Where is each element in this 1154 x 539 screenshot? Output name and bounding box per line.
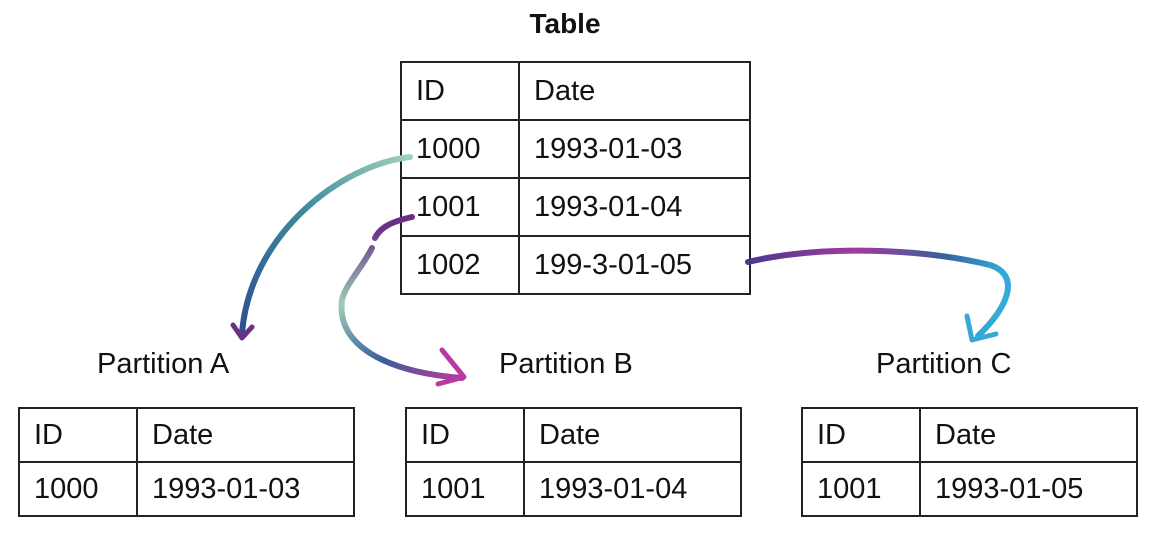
partition-a-table: ID Date 1000 1993-01-03 xyxy=(18,407,355,517)
arrow-to-partition-a xyxy=(239,154,413,336)
cell-date: 1993-01-04 xyxy=(523,461,742,517)
column-header-date: Date xyxy=(523,407,742,463)
cell-id: 1001 xyxy=(400,177,520,237)
cell-id: 1001 xyxy=(405,461,525,517)
column-header-date: Date xyxy=(136,407,355,463)
table-row: 1000 1993-01-03 xyxy=(400,119,751,179)
arrowhead-b xyxy=(435,347,467,387)
column-header-date: Date xyxy=(919,407,1138,463)
table-row: 1000 1993-01-03 xyxy=(18,461,355,517)
partition-b-label: Partition B xyxy=(499,348,633,380)
cell-id: 1001 xyxy=(801,461,921,517)
table-header-row: ID Date xyxy=(405,407,742,463)
cell-date: 1993-01-03 xyxy=(136,461,355,517)
cell-id: 1000 xyxy=(18,461,138,517)
arrow-to-partition-b xyxy=(338,214,465,381)
cell-id: 1000 xyxy=(400,119,520,179)
arrow-to-partition-c xyxy=(745,247,1011,339)
column-header-date: Date xyxy=(518,61,751,121)
partition-b-table: ID Date 1001 1993-01-04 xyxy=(405,407,742,517)
table-header-row: ID Date xyxy=(18,407,355,463)
table-row: 1001 1993-01-04 xyxy=(405,461,742,517)
cell-date: 1993-01-04 xyxy=(518,177,751,237)
cell-date: 199-3-01-05 xyxy=(518,235,751,295)
table-header-row: ID Date xyxy=(801,407,1138,463)
partition-c-table: ID Date 1001 1993-01-05 xyxy=(801,407,1138,517)
source-table: ID Date 1000 1993-01-03 1001 1993-01-04 … xyxy=(400,61,751,295)
arrowhead-c xyxy=(964,313,999,343)
column-header-id: ID xyxy=(18,407,138,463)
cell-date: 1993-01-05 xyxy=(919,461,1138,517)
cell-date: 1993-01-03 xyxy=(518,119,751,179)
column-header-id: ID xyxy=(400,61,520,121)
column-header-id: ID xyxy=(405,407,525,463)
table-row: 1001 1993-01-05 xyxy=(801,461,1138,517)
table-header-row: ID Date xyxy=(400,61,751,121)
arrowhead-a xyxy=(230,322,255,341)
cell-id: 1002 xyxy=(400,235,520,295)
partition-c-label: Partition C xyxy=(876,348,1012,380)
table-row: 1002 199-3-01-05 xyxy=(400,235,751,295)
table-row: 1001 1993-01-04 xyxy=(400,177,751,237)
partition-a-label: Partition A xyxy=(97,348,230,380)
column-header-id: ID xyxy=(801,407,921,463)
table-title: Table xyxy=(529,8,601,39)
